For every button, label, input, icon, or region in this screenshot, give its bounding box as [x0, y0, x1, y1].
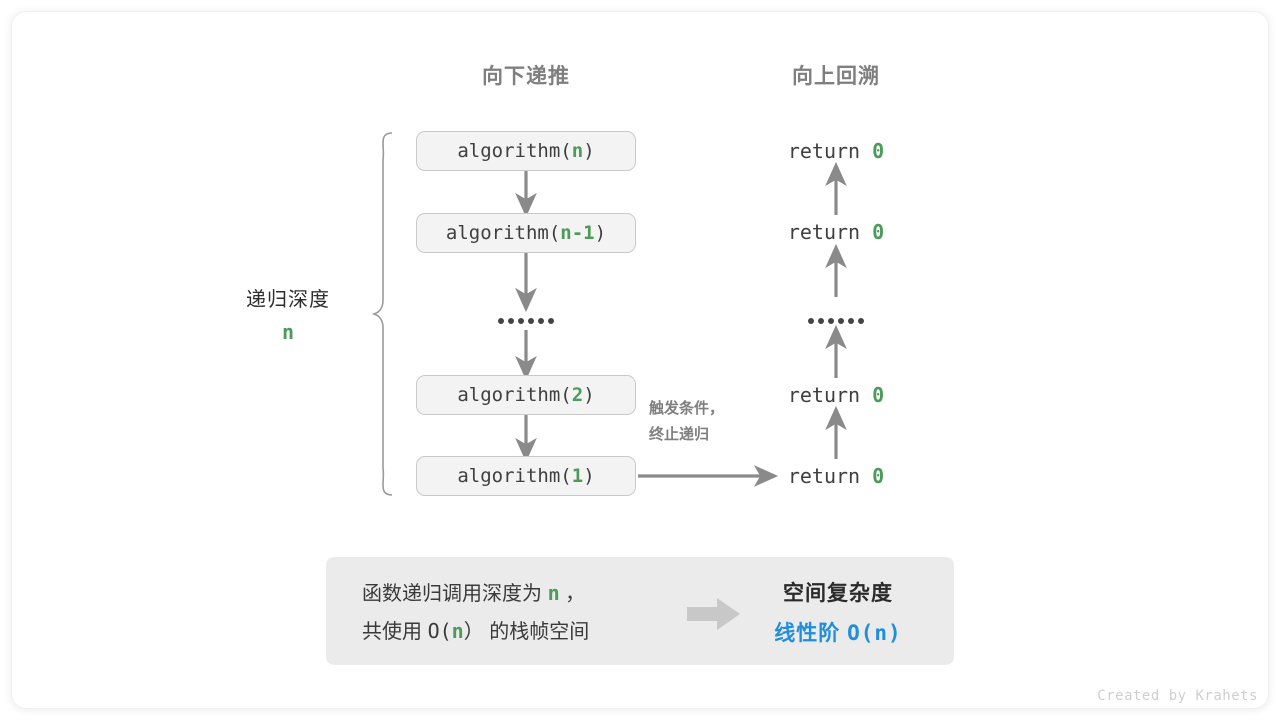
- dot: [818, 318, 824, 324]
- call-suffix: ): [594, 222, 607, 244]
- return-value: 0: [872, 383, 885, 407]
- return-label: return 0: [788, 464, 884, 488]
- complexity-title: 空间复杂度: [783, 582, 893, 605]
- summary-line2-n: n: [451, 619, 464, 643]
- recursion-depth-label: 递归深度 n: [246, 283, 330, 344]
- dot: [528, 318, 534, 324]
- base-case-note: 触发条件， 终止递归: [649, 396, 724, 449]
- diagram-stage: 向下递推 向上回溯 递归深度 n algorithm(n) algorithm(…: [12, 12, 1268, 708]
- return-keyword: return: [787, 220, 873, 244]
- dot: [838, 318, 844, 324]
- summary-panel: 函数递归调用深度为 n ， 共使用 O(n） 的栈帧空间 空间复杂度 线性阶 O: [326, 557, 954, 665]
- dot: [858, 318, 864, 324]
- ellipsis-dots-left: [498, 318, 554, 324]
- return-label: return 0: [788, 383, 884, 407]
- complexity-bigo: O(n): [847, 621, 902, 645]
- diagram-card: 向下递推 向上回溯 递归深度 n algorithm(n) algorithm(…: [12, 12, 1268, 708]
- summary-line2-c: ）: [463, 621, 484, 643]
- recursion-depth-value: n: [281, 320, 295, 344]
- call-box[interactable]: algorithm(1): [416, 456, 636, 496]
- summary-left-text: 函数递归调用深度为 n ， 共使用 O(n） 的栈帧空间: [362, 575, 589, 651]
- summary-line-1: 函数递归调用深度为 n ，: [362, 575, 589, 613]
- summary-line2-a: 共使用: [362, 621, 422, 643]
- return-value: 0: [872, 220, 885, 244]
- dot: [548, 318, 554, 324]
- call-arg: 2: [571, 384, 584, 406]
- recursion-depth-text: 递归深度: [246, 289, 330, 311]
- call-prefix: algorithm(: [457, 384, 572, 406]
- return-value: 0: [872, 139, 885, 163]
- dot: [508, 318, 514, 324]
- dot: [498, 318, 504, 324]
- call-box[interactable]: algorithm(2): [416, 375, 636, 415]
- right-block-arrow-icon: [687, 598, 740, 630]
- call-prefix: algorithm(: [445, 222, 561, 244]
- call-suffix: ): [583, 465, 595, 487]
- base-case-note-line2: 终止递归: [649, 426, 710, 444]
- summary-line1-b: ，: [565, 583, 586, 605]
- call-arg: 1: [571, 465, 584, 487]
- summary-line1-a: 函数递归调用深度为: [362, 583, 542, 605]
- call-prefix: algorithm(: [457, 465, 572, 487]
- complexity-value: 线性阶 O(n): [748, 617, 928, 647]
- summary-line-2: 共使用 O(n） 的栈帧空间: [362, 613, 589, 651]
- call-box[interactable]: algorithm(n): [416, 131, 636, 171]
- summary-right-text: 空间复杂度 线性阶 O(n): [748, 577, 928, 647]
- header-backtrack: 向上回溯: [792, 65, 880, 88]
- depth-brace: [371, 132, 393, 496]
- dot: [848, 318, 854, 324]
- ellipsis-dots-right: [808, 318, 864, 324]
- dot: [828, 318, 834, 324]
- return-keyword: return: [787, 383, 873, 407]
- return-label: return 0: [788, 139, 884, 163]
- call-box[interactable]: algorithm(n-1): [416, 213, 636, 253]
- connector-layer: [371, 132, 847, 496]
- call-arg: n: [571, 140, 584, 162]
- header-descend: 向下递推: [482, 65, 570, 88]
- summary-line1-n: n: [547, 581, 560, 605]
- summary-line2-b: 的栈帧空间: [489, 621, 590, 643]
- complexity-order-label: 线性阶: [774, 622, 841, 645]
- base-case-note-line1: 触发条件，: [649, 400, 725, 417]
- credit-footer: Created by Krahets: [1097, 688, 1258, 704]
- return-label: return 0: [788, 220, 884, 244]
- return-value: 0: [872, 464, 885, 488]
- return-keyword: return: [787, 139, 873, 163]
- call-arg: n-1: [560, 222, 595, 244]
- summary-line2-o: O(: [427, 619, 452, 643]
- return-keyword: return: [787, 464, 873, 488]
- dot: [808, 318, 814, 324]
- dot: [538, 318, 544, 324]
- call-suffix: ): [583, 140, 595, 162]
- call-prefix: algorithm(: [457, 140, 572, 162]
- call-suffix: ): [583, 384, 595, 406]
- dot: [518, 318, 524, 324]
